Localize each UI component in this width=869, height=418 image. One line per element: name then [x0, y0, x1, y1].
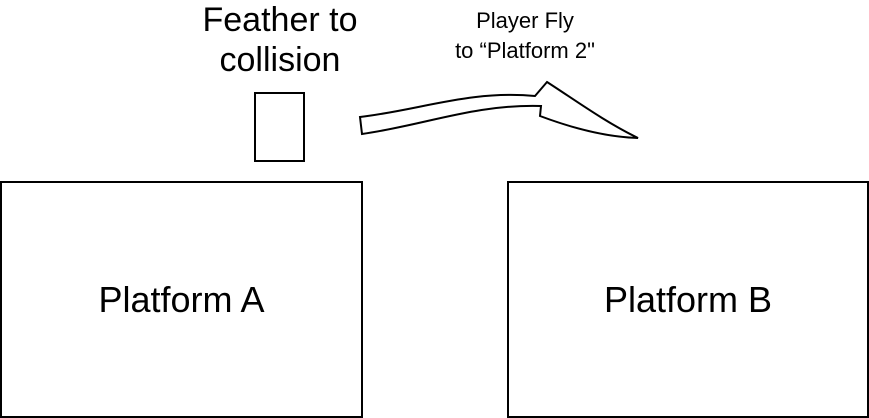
- platform-b: Platform B: [507, 181, 869, 418]
- feather-caption: Feather to collision: [160, 0, 400, 80]
- fly-caption-line-1: Player Fly: [476, 8, 574, 33]
- feather-caption-line-2: collision: [219, 41, 341, 79]
- fly-arrow-shape: [358, 80, 639, 139]
- platform-a: Platform A: [0, 181, 363, 418]
- platform-b-label: Platform B: [603, 278, 773, 320]
- fly-caption: Player Fly to “Platform 2": [405, 6, 645, 66]
- feather-caption-line-1: Feather to: [202, 1, 358, 39]
- fly-caption-line-2: to “Platform 2": [455, 38, 595, 63]
- feather-object: [254, 92, 305, 162]
- platform-a-label: Platform A: [98, 278, 265, 320]
